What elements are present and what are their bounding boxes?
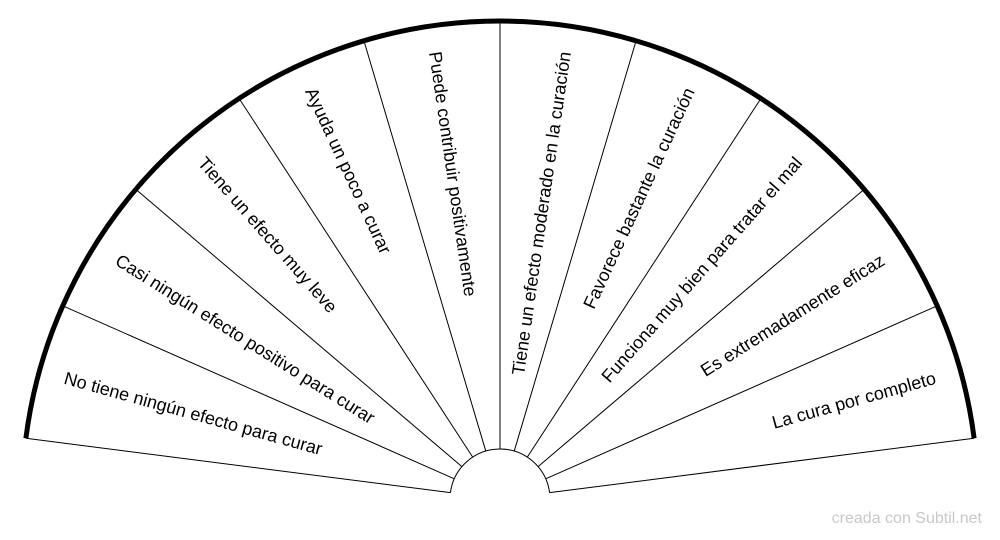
sector-divider-line bbox=[526, 98, 762, 458]
sector-divider-line bbox=[537, 188, 865, 467]
sector-divider-line bbox=[363, 40, 487, 452]
sector-label: Es extremadamente eficaz bbox=[697, 250, 888, 380]
sector-label: La cura por completo bbox=[770, 368, 938, 433]
sector-label: Puede contribuir positivamente bbox=[425, 50, 480, 297]
sector-label: No tiene ningún efecto para curar bbox=[62, 368, 325, 459]
sector-divider-line bbox=[135, 188, 463, 467]
sector-divider-line bbox=[549, 437, 975, 494]
outer-arc bbox=[23, 18, 977, 439]
sector-label: Tiene un efecto muy leve bbox=[194, 153, 341, 317]
sector-divider-line bbox=[545, 305, 938, 480]
sector-divider-line bbox=[62, 305, 455, 480]
sector-divider-line bbox=[25, 437, 451, 494]
sector-label: Funciona muy bien para tratar el mal bbox=[597, 153, 806, 386]
sector-divider-line bbox=[238, 98, 474, 458]
sector-label: Tiene un efecto moderado en la curación bbox=[508, 50, 575, 376]
inner-arc bbox=[449, 448, 551, 493]
sector-divider-line bbox=[513, 40, 637, 452]
watermark: creada con Subtil.net bbox=[831, 510, 982, 527]
sector-label: Ayuda un poco a curar bbox=[301, 85, 395, 258]
